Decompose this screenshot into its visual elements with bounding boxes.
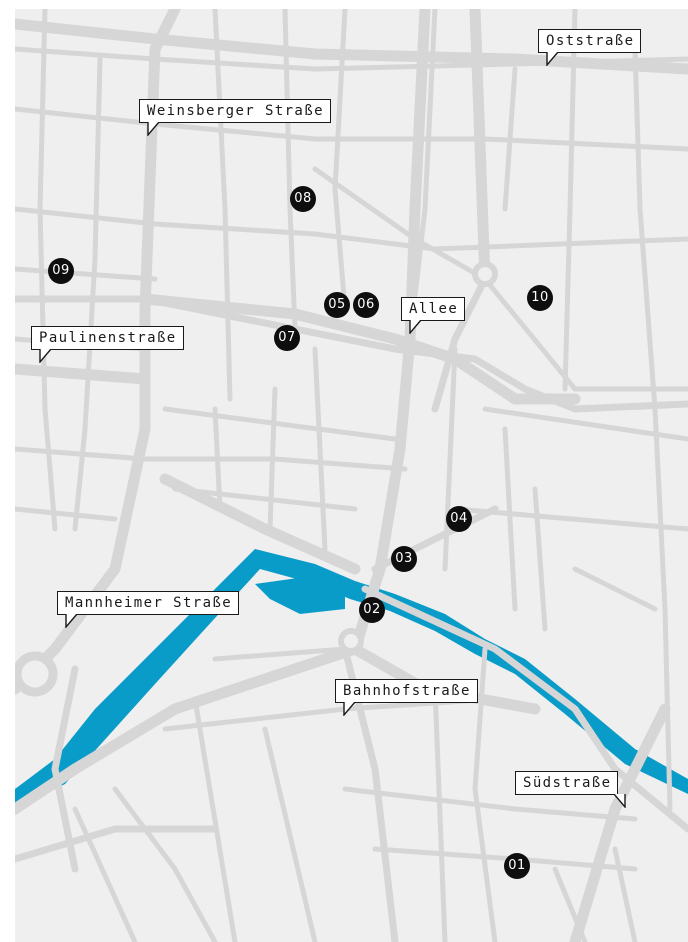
label-pointer [613,794,626,808]
label-pointer [39,349,52,363]
map-marker-09[interactable]: 09 [48,258,74,284]
map-marker-05[interactable]: 05 [324,292,350,318]
roundabout [15,651,58,697]
map-marker-04[interactable]: 04 [446,506,472,532]
street-label-text: Allee [409,301,459,317]
street-label-text: Paulinenstraße [39,330,177,346]
minor-streets [15,9,688,942]
street-label-text: Südstraße [523,775,612,791]
street-label-paulinen: Paulinenstraße [31,326,184,363]
major-streets [15,9,688,942]
label-pointer [546,52,559,66]
map-marker-10[interactable]: 10 [527,285,553,311]
label-pointer [409,320,422,334]
map-marker-06[interactable]: 06 [353,292,379,318]
label-pointer [65,614,78,628]
river-harbor [255,577,345,614]
street-label-allee: Allee [401,297,466,334]
roundabout [338,628,364,654]
street-label-text: Mannheimer Straße [65,595,233,611]
river [15,549,688,809]
roundabout [472,261,498,287]
street-label-mannheimer: Mannheimer Straße [57,591,240,628]
map-marker-07[interactable]: 07 [274,325,300,351]
map-marker-01[interactable]: 01 [504,853,530,879]
street-label-text: Bahnhofstraße [343,683,471,699]
street-label-sued: Südstraße [515,771,626,808]
map-marker-08[interactable]: 08 [290,186,316,212]
map[interactable] [15,9,688,942]
label-pointer [147,122,160,136]
street-label-bahnhof: Bahnhofstraße [335,679,478,716]
street-label-weinsberger: Weinsberger Straße [139,99,331,136]
street-label-oststrasse: Oststraße [538,29,642,66]
label-pointer [343,702,356,716]
map-marker-02[interactable]: 02 [359,597,385,623]
map-marker-03[interactable]: 03 [391,546,417,572]
street-label-text: Weinsberger Straße [147,103,324,119]
street-label-text: Oststraße [546,33,635,49]
map-base [15,9,688,942]
